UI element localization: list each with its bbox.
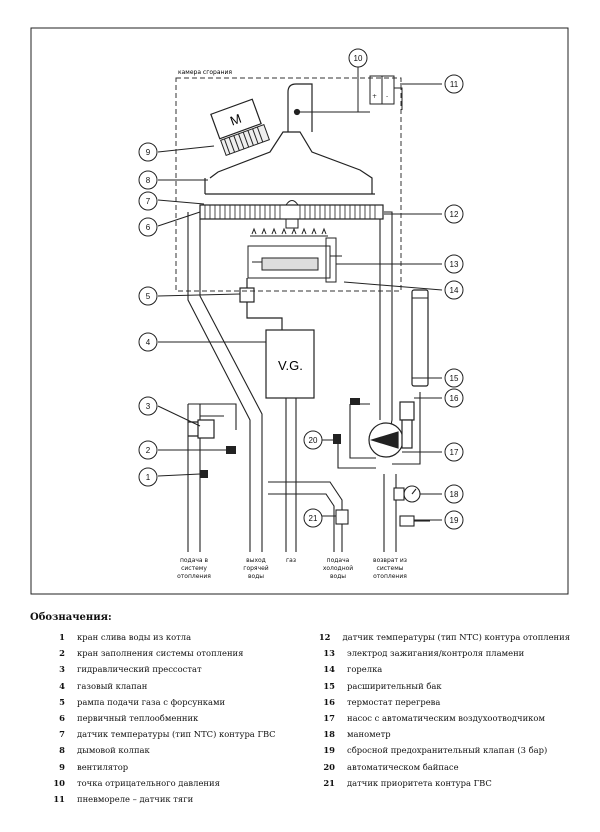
expansion-vessel: [411, 289, 429, 387]
svg-text:M: M: [228, 111, 243, 129]
fan: M: [210, 98, 270, 157]
drain-tap: [200, 470, 208, 478]
svg-text:3: 3: [146, 402, 151, 411]
svg-text:14: 14: [450, 286, 459, 295]
svg-text:воды: воды: [330, 573, 346, 580]
svg-text:+: +: [372, 93, 377, 100]
dhw-priority-sensor: [335, 509, 349, 525]
gas-ramp: [239, 278, 283, 330]
svg-text:воды: воды: [248, 573, 264, 580]
pipework: [187, 211, 421, 552]
svg-text:V.G.: V.G.: [278, 358, 303, 373]
connection-labels: подача в систему отопления выход горячей…: [177, 557, 407, 580]
fill-tap: [226, 446, 236, 454]
smoke-hood: [204, 131, 375, 195]
svg-text:холодной: холодной: [323, 565, 353, 572]
svg-text:систему: систему: [181, 565, 207, 572]
svg-text:возврат из: возврат из: [373, 557, 407, 564]
boiler-schematic: камера сгорания M + -: [30, 27, 569, 595]
svg-text:системы: системы: [377, 565, 404, 572]
hydraulic-pressostat: [188, 419, 215, 439]
combustion-chamber-boundary: [175, 77, 402, 292]
svg-text:12: 12: [450, 210, 459, 219]
gas-valve: V.G.: [265, 329, 315, 399]
callout-numbers: 9 8 7 6 5 4 3 2 1 10 11 12 13 14 15 16 1…: [146, 54, 459, 525]
bypass: [333, 434, 341, 444]
svg-text:выход: выход: [246, 557, 266, 564]
svg-text:подача: подача: [327, 557, 350, 564]
svg-text:19: 19: [450, 516, 459, 525]
legend-title: Обозначения:: [30, 612, 112, 623]
svg-text:отопления: отопления: [177, 573, 211, 580]
svg-text:горячей: горячей: [243, 565, 268, 572]
svg-text:7: 7: [146, 197, 151, 206]
chamber-label: камера сгорания: [178, 69, 232, 76]
callouts: [138, 48, 464, 530]
svg-text:11: 11: [450, 80, 459, 89]
svg-text:-: -: [386, 93, 388, 100]
svg-text:10: 10: [354, 54, 363, 63]
outer-frame: [30, 27, 569, 595]
overheat-thermostat: [350, 398, 360, 405]
svg-text:4: 4: [146, 338, 151, 347]
svg-text:6: 6: [146, 223, 151, 232]
svg-text:1: 1: [146, 473, 151, 482]
svg-text:21: 21: [309, 514, 318, 523]
svg-text:подача в: подача в: [180, 557, 209, 564]
safety-valve: [399, 515, 430, 527]
svg-text:5: 5: [146, 292, 151, 301]
svg-text:17: 17: [450, 448, 459, 457]
pump: [368, 401, 415, 458]
svg-text:9: 9: [146, 148, 151, 157]
svg-text:2: 2: [146, 446, 151, 455]
burner: [247, 227, 342, 283]
svg-text:8: 8: [146, 176, 151, 185]
air-pressure-switch: + -: [300, 75, 403, 113]
svg-text:13: 13: [450, 260, 459, 269]
manometer: [393, 485, 421, 503]
primary-heat-exchanger: [199, 200, 384, 229]
flue-pipe: [287, 83, 313, 132]
svg-text:20: 20: [309, 436, 318, 445]
svg-text:16: 16: [450, 394, 459, 403]
svg-text:15: 15: [450, 374, 459, 383]
svg-text:отопления: отопления: [373, 573, 407, 580]
svg-text:газ: газ: [286, 557, 296, 564]
svg-text:18: 18: [450, 490, 459, 499]
